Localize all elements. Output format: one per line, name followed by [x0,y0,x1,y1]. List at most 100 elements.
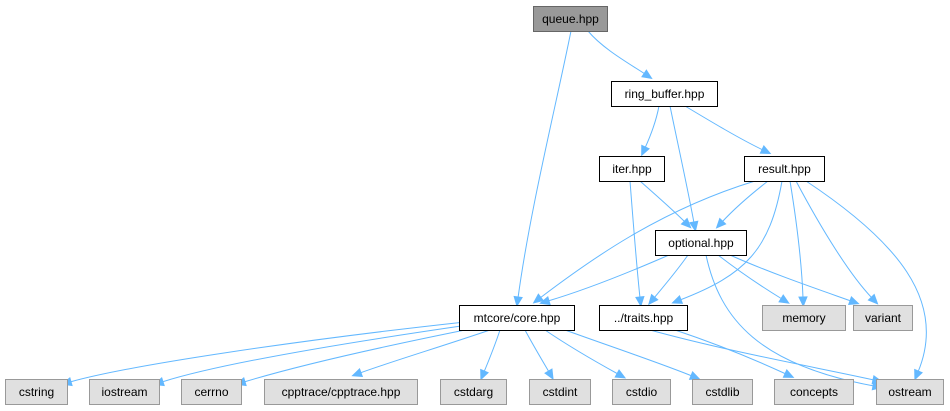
edge-line [564,329,693,377]
node-label: ../traits.hpp [614,311,674,325]
edge-traits-to-ostream [649,329,884,385]
edge-line [729,254,852,302]
node-ostream: ostream [876,379,944,405]
node-box [611,81,718,107]
node-box [655,230,747,256]
node-box [692,379,753,405]
arrowhead-icon [539,296,551,306]
nodes-layer: queue.hpp ring_buffer.hpp iter.hpp result.h… [5,6,944,405]
node-label: cerrno [194,385,228,399]
arrowhead-icon [671,295,684,304]
edge-line [243,327,476,383]
node-box [599,156,665,182]
node-box [774,379,854,405]
node-label: cstdint [543,385,578,399]
edge-core-to-cpptrace [351,329,491,377]
edge-line [161,324,469,383]
edge-iter-to-traits [629,180,645,308]
node-label: ring_buffer.hpp [625,87,705,101]
node-ring-buffer[interactable]: ring_buffer.hpp [611,81,718,107]
node-box [612,379,671,405]
edges-layer [61,30,927,391]
edge-line [679,180,783,301]
node-result[interactable]: result.hpp [744,156,825,182]
edge-core-to-iostream [153,324,469,387]
edge-line [674,329,787,375]
node-cstdio: cstdio [612,379,671,405]
edge-optional-to-traits [648,254,689,306]
node-label: result.hpp [758,162,811,176]
node-label: cstdarg [454,385,493,399]
edge-line [684,105,764,151]
edge-core-to-cstdarg [480,329,501,381]
node-label: cstring [19,385,54,399]
arrowhead-icon [513,295,523,308]
node-iter[interactable]: iter.hpp [599,156,665,182]
node-cstdarg: cstdarg [440,379,507,405]
node-traits[interactable]: ../traits.hpp [599,305,688,331]
node-box [264,379,418,405]
node-label: concepts [790,385,838,399]
edge-optional-to-variant [729,254,860,305]
arrowhead-icon [688,371,701,380]
edge-line [649,329,875,381]
node-label: queue.hpp [542,12,599,26]
node-optional[interactable]: optional.hpp [655,230,747,256]
node-cstdint: cstdint [529,379,591,405]
node-concepts: concepts [774,379,854,405]
arrowhead-icon [480,368,489,381]
node-iostream: iostream [89,379,160,405]
edge-line [805,180,927,373]
edge-line [669,105,695,224]
node-box [89,379,160,405]
edge-line [524,329,550,373]
node-box [744,156,825,182]
edge-line [705,254,875,387]
node-label: ostream [888,385,931,399]
edge-line [69,321,466,383]
arrowhead-icon [648,293,659,306]
arrowhead-icon [798,296,808,308]
edge-iter-to-optional [639,180,692,229]
edge-optional-to-memory [717,254,790,304]
node-box [876,379,944,405]
edge-result-to-core [532,180,756,304]
node-box [762,305,846,331]
edge-ring_buffer-to-optional [669,105,699,233]
arrowhead-icon [351,368,364,377]
node-box [853,305,913,331]
node-label: cstdio [626,385,658,399]
node-label: optional.hpp [668,236,734,250]
arrowhead-icon [641,69,653,80]
arrowhead-icon [778,294,790,304]
node-box [599,305,688,331]
node-label: variant [865,311,902,325]
node-box [459,305,575,331]
node-label: cpptrace/cpptrace.hpp [282,385,401,399]
arrowhead-icon [759,145,772,154]
arrowhead-icon [532,293,545,304]
node-label: mtcore/core.hpp [474,311,561,325]
node-cstring: cstring [5,379,68,405]
node-box [181,379,242,405]
node-memory: memory [762,305,846,331]
edge-optional-to-core [539,254,670,306]
edge-queue-to-ring_buffer [587,30,653,80]
edge-line [721,180,769,223]
edge-result-to-traits [671,180,783,304]
node-core[interactable]: mtcore/core.hpp [459,305,575,331]
edge-ring_buffer-to-iter [641,105,660,157]
node-box [5,379,68,405]
node-label: iostream [101,385,147,399]
edge-line [517,30,572,299]
node-label: memory [782,311,825,325]
arrowhead-icon [635,296,645,308]
edge-line [639,180,686,223]
arrowhead-icon [544,368,554,380]
arrowhead-icon [689,220,699,233]
arrowhead-icon [914,368,923,381]
arrowhead-icon [867,293,879,305]
edge-line [539,180,756,299]
node-variant: variant [853,305,913,331]
edge-line [547,254,670,302]
